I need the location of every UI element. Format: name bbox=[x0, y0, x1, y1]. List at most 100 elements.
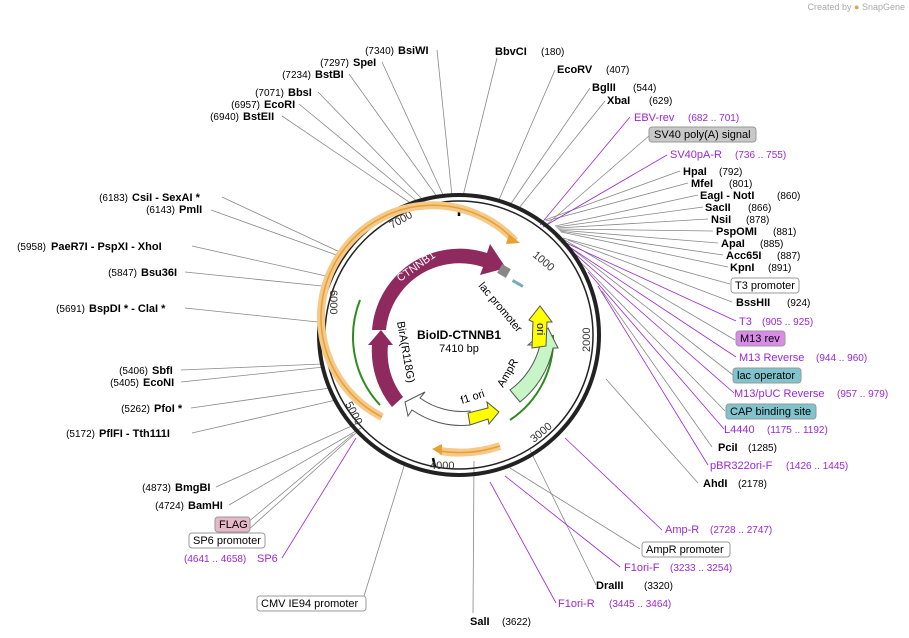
primer-pos: (905 .. 925) bbox=[762, 317, 813, 328]
cmv-promoter-label: CMV IE94 promoter bbox=[261, 598, 359, 610]
tick-label: 1000 bbox=[530, 249, 556, 274]
primer-pos: (3233 .. 3254) bbox=[670, 563, 732, 574]
site-pos: (2178) bbox=[738, 479, 767, 490]
site-name: ApaI bbox=[721, 238, 745, 250]
primer-pos: (1175 .. 1192) bbox=[767, 425, 828, 436]
site-name: PflFI - Tth111I bbox=[99, 428, 170, 440]
sites-left: (7340) BsiWI (7297) SpeI (7234) BstBI (7… bbox=[17, 45, 428, 512]
site-name: BssHII bbox=[736, 297, 770, 309]
site-name: AhdI bbox=[703, 478, 727, 490]
site-pos: (6957) bbox=[231, 100, 260, 111]
site-pos: (6143) bbox=[146, 205, 175, 216]
credit: Created by ● SnapGene bbox=[807, 2, 905, 12]
site-pos: (5406) bbox=[119, 366, 148, 377]
site-pos: (6183) bbox=[99, 193, 128, 204]
white-arc bbox=[404, 391, 471, 426]
site-name: DraIII bbox=[596, 580, 624, 592]
primer-name: M13/pUC Reverse bbox=[734, 388, 824, 400]
site-pos: (6940) bbox=[210, 112, 239, 123]
flag-label: FLAG bbox=[219, 519, 248, 531]
primer-pos: (4641 .. 4658) bbox=[184, 554, 246, 565]
site-pos: (3320) bbox=[644, 581, 673, 592]
site-pos: (866) bbox=[748, 203, 771, 214]
site-name: CsiI - SexAI * bbox=[132, 192, 201, 204]
site-name: BglII bbox=[592, 82, 616, 94]
site-name: EagI - NotI bbox=[700, 190, 754, 202]
tick-label: 2000 bbox=[581, 328, 593, 352]
site-pos: (180) bbox=[541, 47, 564, 58]
primer-pos: (2728 .. 2747) bbox=[710, 525, 772, 536]
site-name: PspOMI bbox=[716, 226, 757, 238]
sites-right: BbvCI (180) EcoRV (407) BglII (544) XbaI… bbox=[470, 46, 810, 628]
site-pos: (7340) bbox=[365, 46, 394, 57]
site-name: SpeI bbox=[353, 57, 376, 69]
site-pos: (792) bbox=[719, 167, 742, 178]
primers: EBV-rev (682 .. 701) SV40pA-R (736 .. 75… bbox=[184, 112, 888, 610]
primer-pos: (957 .. 979) bbox=[837, 389, 888, 400]
primer-name: SV40pA-R bbox=[670, 149, 722, 161]
site-name: PfoI * bbox=[154, 403, 183, 415]
primer-lines bbox=[281, 116, 737, 604]
site-name: KpnI bbox=[730, 262, 754, 274]
ori-label: ori bbox=[534, 323, 546, 335]
lac-label: lac promoter bbox=[476, 280, 525, 335]
site-pos: (3622) bbox=[502, 617, 531, 628]
site-pos: (7234) bbox=[282, 70, 311, 81]
primer-name: SP6 bbox=[257, 553, 278, 565]
lac-feature: lac promoter bbox=[476, 264, 525, 335]
ori-feature: ori bbox=[528, 305, 553, 349]
t3-promoter-label: T3 promoter bbox=[735, 280, 795, 292]
site-name: NsiI bbox=[711, 214, 731, 226]
primer-name: F1ori-R bbox=[558, 598, 595, 610]
m13-rev-label: M13 rev bbox=[740, 333, 780, 345]
ampr-feature: AmpR bbox=[495, 327, 559, 403]
site-name: SalI bbox=[470, 616, 490, 628]
site-name: BmgBI bbox=[175, 482, 210, 494]
site-name: PmlI bbox=[179, 204, 202, 216]
site-name: BstBI bbox=[315, 69, 344, 81]
primer-pos: (3445 .. 3464) bbox=[609, 599, 671, 610]
tick-label: 4000 bbox=[430, 460, 454, 472]
site-pos: (4873) bbox=[142, 483, 171, 494]
site-name: BbsI bbox=[288, 87, 312, 99]
site-pos: (885) bbox=[760, 239, 783, 250]
cmv-arc bbox=[317, 201, 520, 457]
site-name: HpaI bbox=[683, 166, 707, 178]
site-pos: (801) bbox=[729, 179, 752, 190]
site-pos: (7297) bbox=[320, 58, 349, 69]
site-pos: (5172) bbox=[66, 429, 95, 440]
primer-name: EBV-rev bbox=[634, 112, 675, 124]
primer-name: pBR322ori-F bbox=[710, 460, 773, 472]
site-pos: (860) bbox=[777, 191, 800, 202]
site-pos: (878) bbox=[746, 215, 769, 226]
primer-pos: (736 .. 755) bbox=[735, 150, 786, 161]
ampr-promoter-label: AmpR promoter bbox=[646, 544, 724, 556]
primer-pos: (682 .. 701) bbox=[688, 113, 739, 124]
site-name: PciI bbox=[718, 442, 738, 454]
leader-lines bbox=[180, 49, 736, 614]
site-name: EcoRV bbox=[557, 64, 593, 76]
lac-operator-label: lac operator bbox=[737, 370, 795, 382]
site-name: BbvCI bbox=[495, 46, 527, 58]
site-pos: (5262) bbox=[121, 404, 150, 415]
primer-name: F1ori-F bbox=[624, 562, 660, 574]
site-pos: (407) bbox=[606, 65, 629, 76]
sp6-promoter-label: SP6 promoter bbox=[193, 535, 261, 547]
site-pos: (5691) bbox=[56, 304, 85, 315]
tick-label: 6000 bbox=[327, 290, 339, 314]
site-pos: (544) bbox=[633, 83, 656, 94]
plasmid-name: BioID-CTNNB1 bbox=[417, 328, 501, 342]
site-pos: (5958) bbox=[17, 242, 46, 253]
snapgene-logo-icon: ● bbox=[854, 2, 860, 12]
site-name: EcoRI bbox=[264, 99, 295, 111]
site-pos: (5847) bbox=[108, 268, 137, 279]
cap-binding-label: CAP binding site bbox=[730, 406, 811, 418]
site-pos: (4724) bbox=[155, 501, 184, 512]
primer-name: M13 Reverse bbox=[739, 352, 804, 364]
primer-name: T3 bbox=[739, 316, 752, 328]
site-name: Acc65I bbox=[726, 250, 761, 262]
sv40-label: SV40 poly(A) signal bbox=[654, 129, 751, 141]
site-name: EcoNI bbox=[143, 377, 174, 389]
site-name: Bsu36I bbox=[141, 267, 177, 279]
site-name: SacII bbox=[705, 202, 731, 214]
